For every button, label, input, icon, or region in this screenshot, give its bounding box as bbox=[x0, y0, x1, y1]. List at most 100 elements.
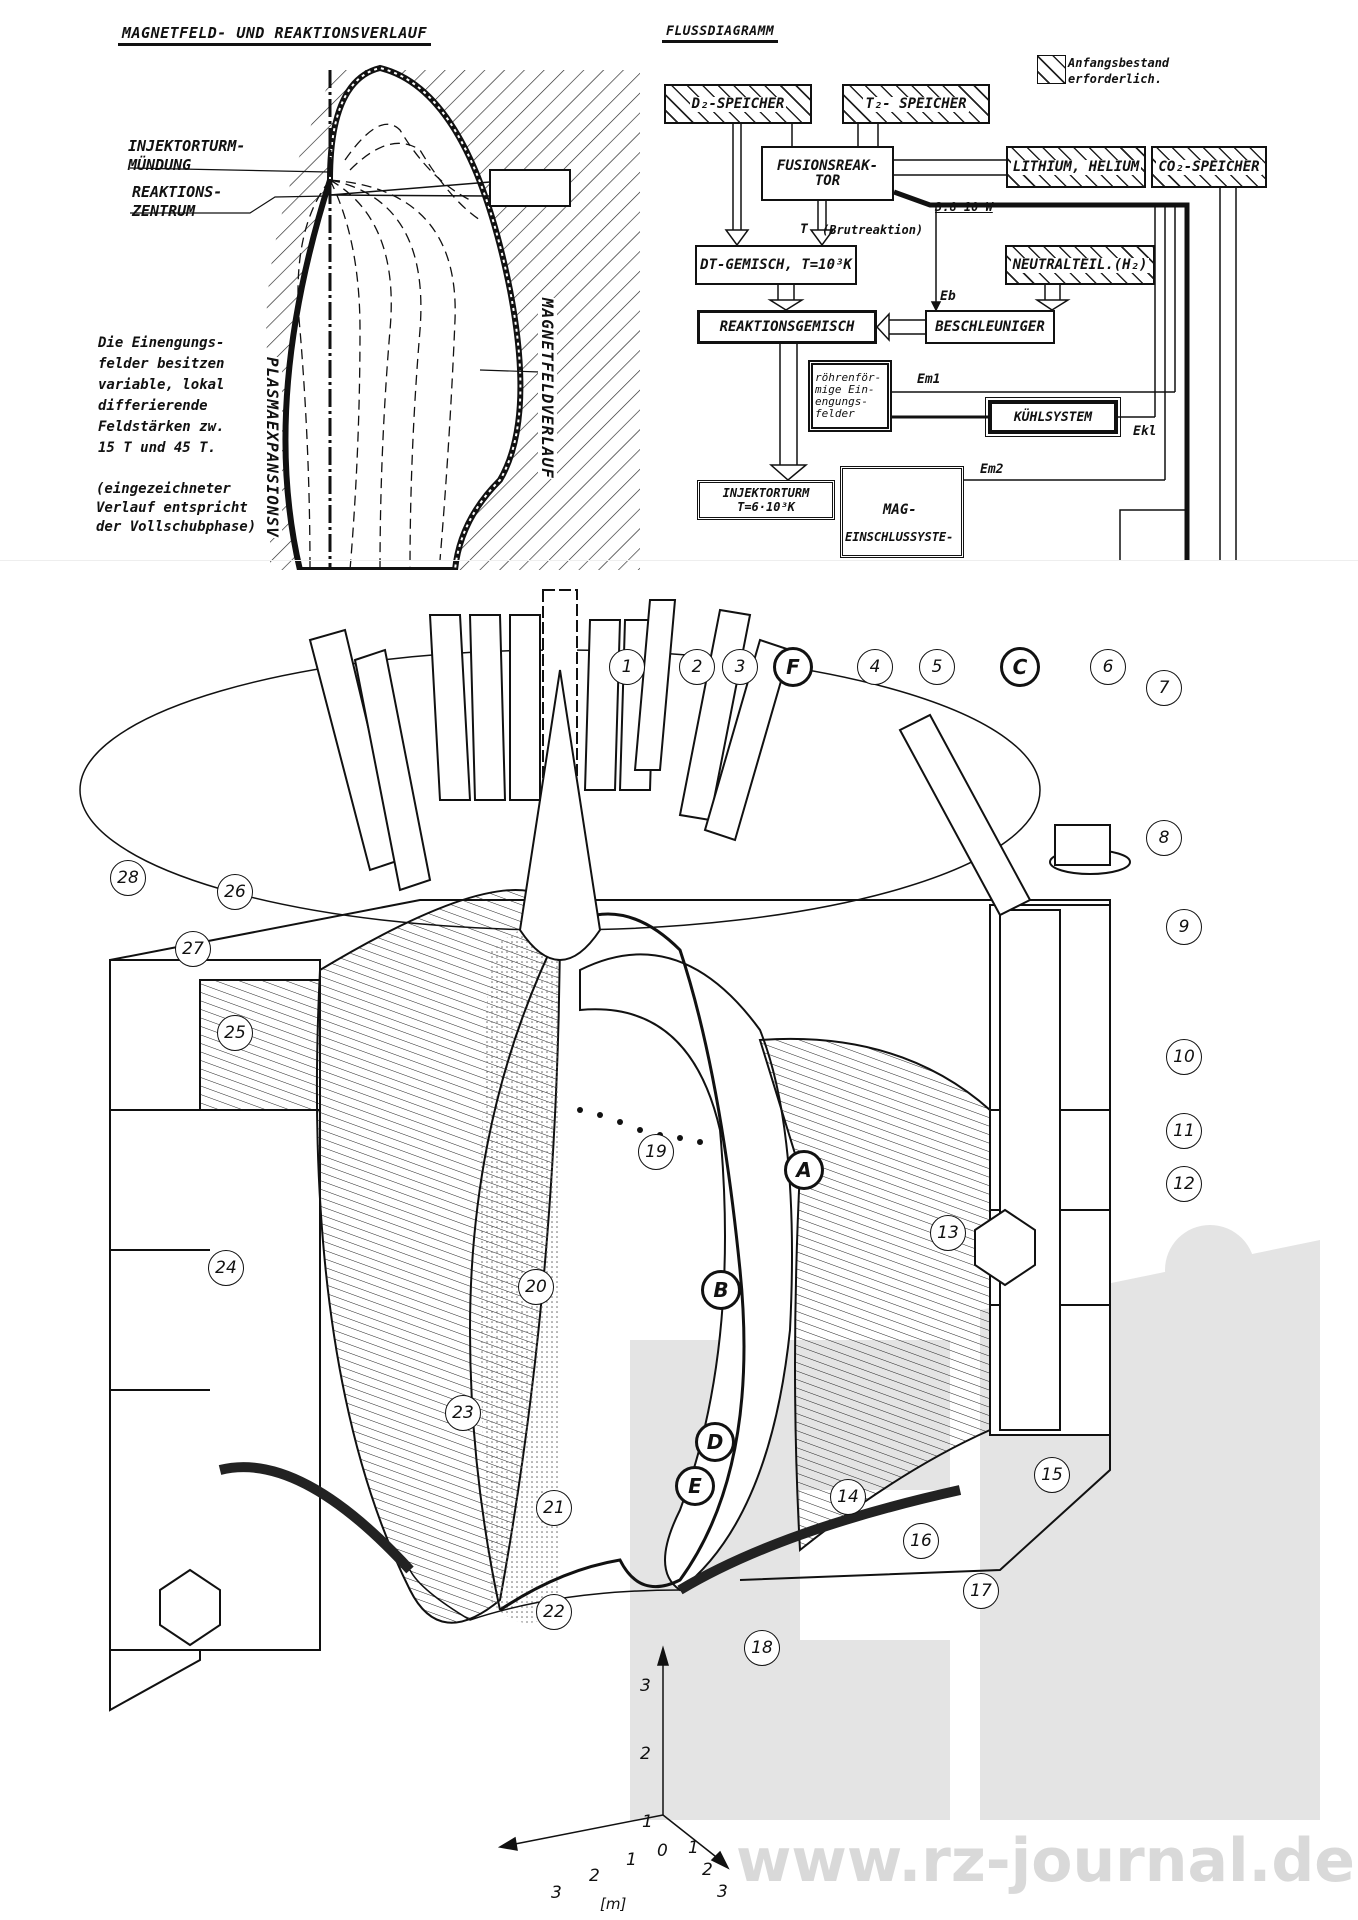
callout-18: 18 bbox=[744, 1630, 780, 1666]
callout-B: B bbox=[701, 1270, 741, 1310]
callout-10: 10 bbox=[1166, 1039, 1202, 1075]
label-plasma-expansion: PLASMAEXPANSIONSV bbox=[263, 357, 282, 538]
box-label: NEUTRALTEIL.(H₂) bbox=[1010, 256, 1150, 273]
callout-27: 27 bbox=[175, 931, 211, 967]
legend-line: Anfangsbestand bbox=[1068, 56, 1170, 70]
neutral-particles-box: NEUTRALTEIL.(H₂) bbox=[1005, 245, 1155, 285]
legend-hatch-swatch bbox=[1037, 55, 1066, 84]
callout-19: 19 bbox=[638, 1134, 674, 1170]
note-line: Verlauf entspricht bbox=[96, 500, 248, 516]
spacecraft-cutaway-drawing bbox=[79, 589, 1131, 1870]
breeding-label: (Brutreaktion) bbox=[822, 223, 924, 237]
callout-3: 3 bbox=[722, 649, 758, 685]
flow-title: FLUSSDIAGRAMM bbox=[662, 24, 779, 43]
callout-1: 1 bbox=[609, 649, 645, 685]
axis-z-tick: 1 bbox=[642, 1812, 653, 1832]
axis-y-tick: 2 bbox=[702, 1860, 713, 1880]
label-line: REAKTIONS- bbox=[132, 183, 223, 201]
box-label: D₂-SPEICHER bbox=[689, 95, 787, 112]
axis-x-tick: 1 bbox=[626, 1850, 637, 1870]
label-line: INJEKTORTURM- bbox=[128, 137, 246, 155]
axis-unit-label: [m] bbox=[600, 1895, 627, 1913]
panel-divider bbox=[0, 560, 1358, 561]
callout-8: 8 bbox=[1146, 820, 1182, 856]
callout-14: 14 bbox=[830, 1479, 866, 1515]
label-reaction-center: REAKTIONS- ZENTRUM bbox=[132, 183, 222, 221]
callout-D: D bbox=[695, 1422, 735, 1462]
box-label: CO₂-SPEICHER bbox=[1156, 158, 1262, 175]
left-panel-title: MAGNETFELD- UND REAKTIONSVERLAUF bbox=[118, 24, 431, 46]
cooling-system-box: KÜHLSYSTEM bbox=[985, 397, 1121, 437]
axis-z-tick: 3 bbox=[640, 1676, 651, 1696]
watermark-text: www.rz-journal.de bbox=[736, 1826, 1355, 1896]
callout-6: 6 bbox=[1090, 649, 1126, 685]
note-field-strength: Die Einengungs- felder besitzen variable… bbox=[98, 333, 224, 459]
coordinate-axes bbox=[497, 1645, 730, 1870]
tritium-label: T bbox=[800, 222, 808, 237]
callout-21: 21 bbox=[536, 1490, 572, 1526]
note-full-thrust: (eingezeichneter Verlauf entspricht der … bbox=[96, 480, 256, 537]
callout-5: 5 bbox=[919, 649, 955, 685]
d2-storage-box: D₂-SPEICHER bbox=[664, 84, 812, 124]
reaction-mixture-box: REAKTIONSGEMISCH bbox=[697, 310, 877, 344]
callout-2: 2 bbox=[679, 649, 715, 685]
axis-y-tick: 3 bbox=[717, 1882, 728, 1902]
note-line: (eingezeichneter bbox=[96, 481, 231, 497]
callout-C: C bbox=[1000, 647, 1040, 687]
axis-x-tick: 3 bbox=[551, 1883, 562, 1903]
label-line: MÜNDUNG bbox=[128, 156, 192, 174]
field-lines bbox=[297, 123, 481, 570]
callout-A: A bbox=[784, 1150, 824, 1190]
callout-9: 9 bbox=[1166, 909, 1202, 945]
callout-25: 25 bbox=[217, 1015, 253, 1051]
callout-23: 23 bbox=[445, 1395, 481, 1431]
fusion-reactor-box: FUSIONSREAK- TOR bbox=[761, 146, 894, 201]
callout-26: 26 bbox=[217, 874, 253, 910]
magnetic-containment-box: MAG- EINSCHLUSSYSTE- bbox=[840, 466, 964, 558]
callout-16: 16 bbox=[903, 1523, 939, 1559]
note-line: variable, lokal bbox=[98, 377, 225, 393]
magnetic-field-diagram bbox=[129, 64, 640, 570]
axis-origin-tick: 0 bbox=[657, 1841, 668, 1861]
note-line: der Vollschubphase) bbox=[96, 519, 257, 535]
accelerator-box: BESCHLEUNIGER bbox=[925, 310, 1055, 344]
injector-port bbox=[489, 169, 571, 207]
label-magnetic-field: MAGNETFELDVERLAUF bbox=[538, 298, 557, 479]
label-injector-mouth: INJEKTORTURM- MÜNDUNG bbox=[128, 137, 245, 175]
callout-15: 15 bbox=[1034, 1457, 1070, 1493]
tubular-fields-box: röhrenför- mige Ein- engungs- felder bbox=[808, 360, 892, 432]
callout-13: 13 bbox=[930, 1215, 966, 1251]
note-line: felder besitzen bbox=[98, 356, 225, 372]
ekl-label: Ekl bbox=[1133, 424, 1157, 439]
callout-20: 20 bbox=[518, 1269, 554, 1305]
callout-12: 12 bbox=[1166, 1166, 1202, 1202]
eb-label: Eb bbox=[940, 289, 956, 304]
box-label: LITHIUM, HELIUM bbox=[1010, 158, 1142, 175]
box-label: T₂- SPEICHER bbox=[863, 95, 969, 112]
legend-line: erforderlich. bbox=[1068, 72, 1162, 86]
lithium-helium-box: LITHIUM, HELIUM bbox=[1006, 146, 1146, 188]
em1-label: Em1 bbox=[917, 372, 941, 387]
t2-storage-box: T₂- SPEICHER bbox=[842, 84, 990, 124]
label-line: ZENTRUM bbox=[132, 202, 196, 220]
box-label: EINSCHLUSSYSTE- bbox=[845, 530, 954, 544]
callout-24: 24 bbox=[208, 1250, 244, 1286]
axis-x-tick: 2 bbox=[589, 1866, 600, 1886]
em2-label: Em2 bbox=[980, 462, 1004, 477]
flow-connectors bbox=[724, 124, 1237, 560]
note-line: Die Einengungs- bbox=[98, 335, 225, 351]
callout-17: 17 bbox=[963, 1573, 999, 1609]
callout-22: 22 bbox=[536, 1594, 572, 1630]
callout-4: 4 bbox=[857, 649, 893, 685]
axis-y-tick: 1 bbox=[688, 1838, 699, 1858]
injector-tower-box: INJEKTORTURM T=6·10³K bbox=[697, 480, 835, 520]
note-line: 15 T und 45 T. bbox=[98, 440, 217, 456]
note-line: Feldstärken zw. bbox=[98, 419, 225, 435]
vertical-shaft bbox=[999, 909, 1061, 1431]
power-label: 3.8 10⁸W bbox=[935, 200, 993, 214]
callout-11: 11 bbox=[1166, 1113, 1202, 1149]
co2-storage-box: CO₂-SPEICHER bbox=[1151, 146, 1267, 188]
dt-mixture-box: DT-GEMISCH, T=10³K bbox=[695, 245, 857, 285]
note-line: differierende bbox=[98, 398, 208, 414]
callout-28: 28 bbox=[110, 860, 146, 896]
